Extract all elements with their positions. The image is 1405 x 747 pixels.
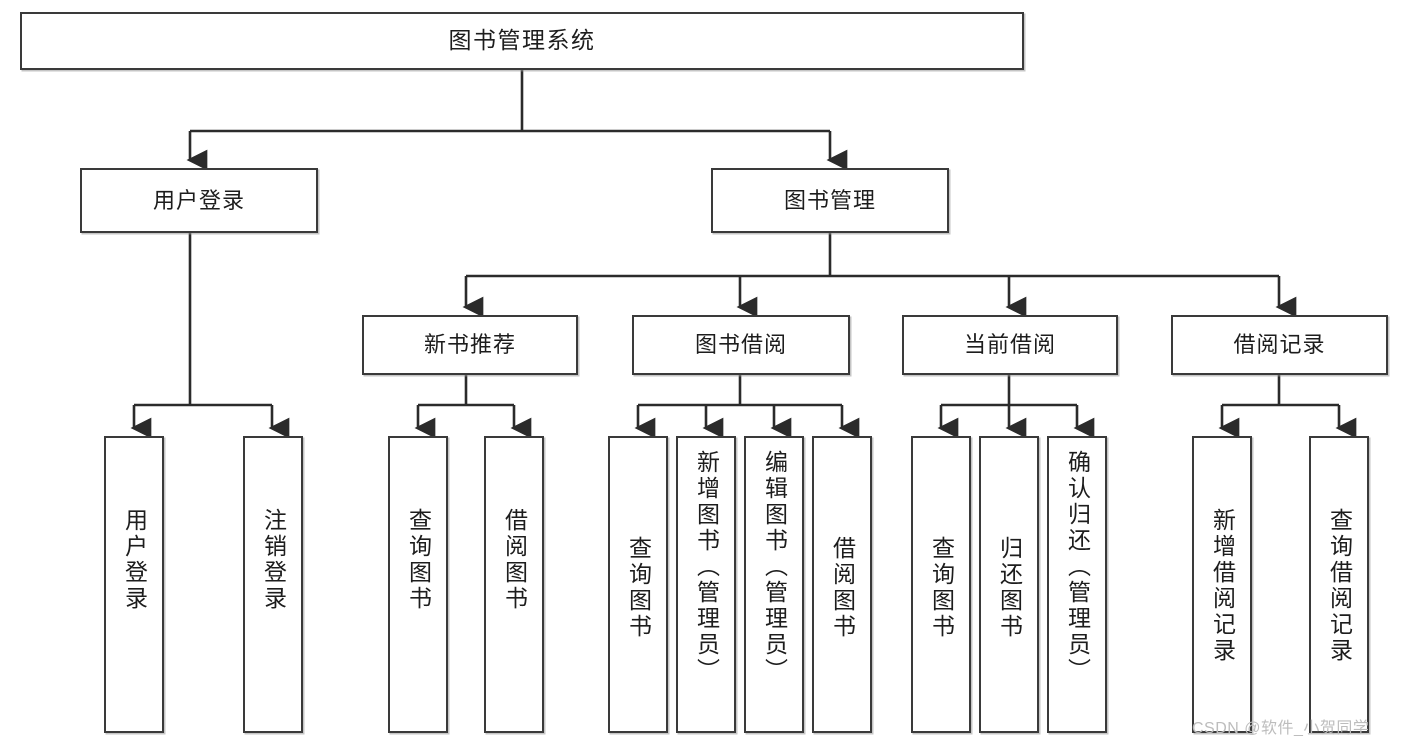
leaf-query-book-recommend[interactable]: 查询图书 — [388, 436, 448, 733]
node-label: 用户登录 — [152, 187, 245, 213]
node-label: 查询图书 — [928, 536, 955, 640]
node-label: 查询借阅记录 — [1326, 508, 1353, 664]
node-user-login[interactable]: 用户登录 — [80, 168, 318, 233]
leaf-add-book-admin[interactable]: 新增图书（管理员） — [676, 436, 736, 733]
node-label: 图书管理 — [783, 187, 876, 213]
leaf-logout[interactable]: 注销登录 — [243, 436, 303, 733]
node-label: 查询图书 — [405, 508, 432, 612]
leaf-query-borrow-record[interactable]: 查询借阅记录 — [1309, 436, 1369, 733]
node-book-borrow[interactable]: 图书借阅 — [632, 315, 850, 375]
node-label: 编辑图书（管理员） — [761, 450, 788, 684]
node-label: 确认归还（管理员） — [1064, 450, 1091, 684]
node-label: 注销登录 — [260, 508, 287, 612]
leaf-user-login[interactable]: 用户登录 — [104, 436, 164, 733]
node-label: 借阅图书 — [829, 536, 856, 640]
leaf-add-borrow-record[interactable]: 新增借阅记录 — [1192, 436, 1252, 733]
node-borrow-record[interactable]: 借阅记录 — [1171, 315, 1388, 375]
node-label: 新增借阅记录 — [1209, 508, 1236, 664]
leaf-query-book-borrow[interactable]: 查询图书 — [608, 436, 668, 733]
node-label: 图书管理系统 — [448, 27, 596, 54]
node-label: 新书推荐 — [423, 332, 516, 358]
node-root-system[interactable]: 图书管理系统 — [20, 12, 1024, 70]
leaf-edit-book-admin[interactable]: 编辑图书（管理员） — [744, 436, 804, 733]
leaf-borrow-book-recommend[interactable]: 借阅图书 — [484, 436, 544, 733]
leaf-query-book-current[interactable]: 查询图书 — [911, 436, 971, 733]
leaf-borrow-book[interactable]: 借阅图书 — [812, 436, 872, 733]
node-current-borrow[interactable]: 当前借阅 — [902, 315, 1118, 375]
node-label: 新增图书（管理员） — [693, 450, 720, 684]
watermark: CSDN @软件_小贺同学 — [1192, 720, 1370, 737]
node-label: 查询图书 — [625, 536, 652, 640]
node-book-management[interactable]: 图书管理 — [711, 168, 949, 233]
node-label: 图书借阅 — [694, 332, 787, 358]
leaf-return-book[interactable]: 归还图书 — [979, 436, 1039, 733]
node-label: 借阅记录 — [1233, 332, 1326, 358]
node-label: 借阅图书 — [501, 508, 528, 612]
node-label: 用户登录 — [121, 508, 148, 612]
node-label: 当前借阅 — [963, 332, 1056, 358]
leaf-confirm-return-admin[interactable]: 确认归还（管理员） — [1047, 436, 1107, 733]
node-new-book-recommend[interactable]: 新书推荐 — [362, 315, 578, 375]
node-label: 归还图书 — [996, 536, 1023, 640]
